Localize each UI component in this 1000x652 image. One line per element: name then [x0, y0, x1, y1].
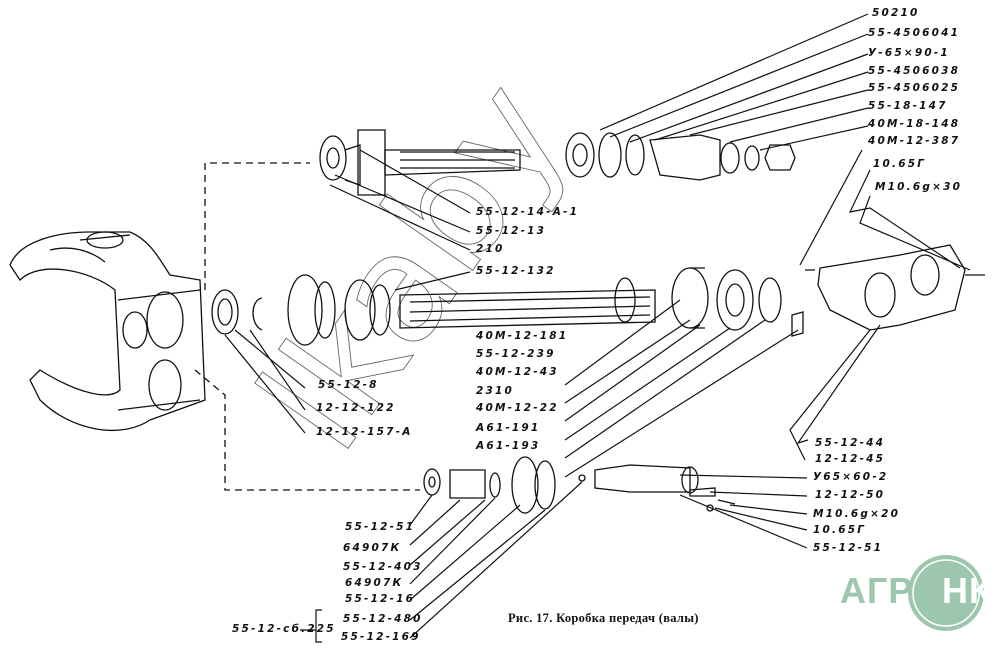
dashed-alignment-lines	[194, 162, 420, 491]
part-label: 55-12-16	[345, 593, 416, 605]
part-label: 55-12-480	[343, 613, 423, 625]
gears-on-main-shaft	[287, 274, 636, 346]
part-label: М10.6g×20	[813, 508, 901, 520]
left-bearing-and-ring	[211, 289, 263, 335]
part-label: 2310	[476, 385, 515, 397]
part-label: 55-12-132	[476, 265, 556, 277]
part-label: М10.6g×30	[875, 181, 963, 193]
part-label: А61-191	[476, 422, 541, 434]
part-label: 55-18-147	[868, 100, 948, 112]
part-label: 55-12-14-А-1	[476, 206, 580, 218]
part-label: 55-12-44	[815, 437, 886, 449]
part-label: 12-12-122	[316, 402, 396, 414]
logo-text: АГРОНКА	[840, 570, 1000, 611]
part-label: 55-12-239	[476, 348, 556, 360]
part-label: 12-12-45	[815, 453, 886, 465]
assembly-label: 55-12-сб.225	[232, 623, 336, 635]
part-label: 10.65Г	[813, 524, 867, 536]
upper-right-bearing-parts	[565, 132, 796, 181]
part-label: 55-12-13	[476, 225, 547, 237]
part-label: 40М-12-387	[868, 135, 961, 147]
part-label: А61-193	[476, 440, 541, 452]
part-label: 40М-12-22	[476, 402, 559, 414]
part-label: У-65×90-1	[868, 47, 950, 59]
agronka-logo: АГРОНКА	[836, 552, 1000, 634]
part-label: 64907К	[343, 542, 402, 554]
part-label: 40М-18-148	[868, 118, 961, 130]
part-label: 64907К	[345, 577, 404, 589]
figure-caption: Рис. 17. Коробка передач (валы)	[508, 611, 699, 625]
part-label: 12-12-50	[815, 489, 886, 501]
part-label: 55-4506038	[868, 65, 961, 77]
leader-lines	[224, 13, 971, 643]
upper-shaft-assembly	[319, 129, 521, 196]
part-label: 50210	[872, 7, 920, 19]
part-label: 55-12-51	[813, 542, 884, 554]
part-label: 55-4506041	[868, 27, 961, 39]
part-label: 40М-12-43	[476, 366, 559, 378]
part-label: 55-12-169	[341, 631, 421, 643]
side-cover	[805, 244, 985, 331]
gearbox-housing	[9, 231, 206, 432]
main-shaft	[399, 289, 656, 329]
part-label: 210	[476, 243, 505, 255]
lower-shaft-assembly	[423, 456, 736, 514]
main-shaft-bearings	[671, 267, 804, 337]
part-label: 12-12-157-А	[316, 426, 413, 438]
part-label: 55-4506025	[868, 82, 961, 94]
part-label: 55-12-403	[343, 561, 423, 573]
part-label: 10.65Г	[873, 158, 927, 170]
part-label: 55-12-51	[345, 521, 416, 533]
logo-circle	[908, 555, 984, 631]
part-label: 40М-12-181	[476, 330, 569, 342]
part-label: У65×60-2	[813, 471, 889, 483]
part-label: 55-12-8	[318, 379, 379, 391]
